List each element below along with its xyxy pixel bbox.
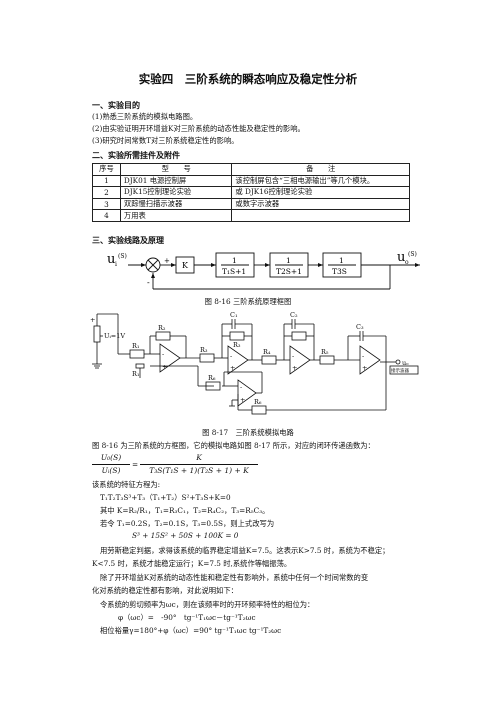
block2-den: T2S+1 [276, 267, 302, 276]
block3-den: T3S [332, 267, 347, 276]
svg-text:-: - [230, 352, 232, 360]
freq-text-1: 除了开环增益K对系统的动态性能和稳定性有影响外，系统中任何一个时间常数的变 [100, 573, 369, 582]
gain-block-k: K [182, 261, 189, 270]
circuit-r1: R₁ [132, 342, 140, 350]
svg-text:-: - [147, 278, 150, 287]
polynomial-eq: S³ + 15S² + 50S + 100K = 0 [132, 531, 239, 540]
block2-num: 1 [286, 256, 291, 265]
transfer-rhs-numerator: K [196, 453, 202, 462]
phase-margin-eq: 相位裕量γ=180°+φ（ωc）=90° tg⁻¹T₁ωc tg⁻¹T₂ωc [100, 626, 282, 635]
parameter-values: 若令 T₁=0.2S，T₂=0.1S，T₃=0.5S，则上式改写为 [100, 519, 275, 528]
svg-text:-: - [362, 352, 364, 360]
table-row: 2 DJK15控制理论实验 或 DJK16控制理论实验 [92, 186, 410, 199]
block3-num: 1 [339, 256, 344, 265]
circuit-c3: C₃ [356, 323, 364, 331]
table-header-cell: 型 号 [119, 163, 233, 176]
routh-text-1: 用劳斯稳定判据，求得该系统的临界稳定增益K=7.5。这表示K>7.5 时，系统为… [100, 546, 390, 555]
circuit-r5: R₅ [321, 348, 329, 356]
output-label-sub: o [405, 259, 409, 266]
input-label: u [107, 252, 115, 267]
table-cell: 或数字示波器 [231, 197, 410, 211]
table-row: 3 双踪慢扫描示波器 或数字示波器 [92, 197, 410, 211]
svg-text:-: - [162, 350, 164, 358]
section-heading-principle: 三、实验线路及原理 [92, 236, 164, 245]
page-title: 实验四 三阶系统的瞬态响应及稳定性分析 [138, 72, 358, 86]
circuit-c1: C₁ [230, 311, 238, 319]
circuit-plus: + [90, 316, 95, 324]
section-heading-equipment: 二、实验所需挂件及附件 [92, 151, 180, 160]
transfer-lhs-denominator: Uᵢ(S) [101, 466, 121, 475]
table-cell: 万用表 [119, 209, 233, 222]
table-cell: DJK15控制理论实验 [119, 186, 233, 199]
circuit-r2: R₂ [158, 324, 166, 332]
circuit-source-label: Uᵢ=1V [104, 332, 125, 340]
input-label-s: (S) [118, 253, 127, 260]
table-cell: 4 [92, 209, 121, 222]
table-cell [231, 209, 410, 222]
table-header-row: 序号 型 号 备 注 [92, 163, 410, 176]
table-cell: 双踪慢扫描示波器 [119, 197, 233, 211]
table-row: 1 DJK01 电源控制屏 该控制屏包含“三相电源输出”等几个模块。 [92, 174, 410, 188]
circuit-scope-label: 接示波器 [391, 367, 409, 374]
objective-item: (3)研究时间常数T对三阶系统稳定性的影响。 [92, 136, 239, 145]
svg-text:+: + [164, 257, 170, 265]
circuit-r6b: R₆ [254, 398, 262, 406]
table-cell: 3 [92, 197, 121, 211]
table-cell: 或 DJK16控制理论实验 [231, 186, 410, 199]
block1-num: 1 [232, 256, 237, 265]
table-cell: 2 [92, 186, 121, 199]
svg-text:+: + [362, 364, 367, 372]
equipment-table: 序号 型 号 备 注 1 DJK01 电源控制屏 该控制屏包含“三相电源输出”等… [92, 163, 410, 222]
objective-item: (1)熟悉三阶系统的模拟电路图。 [92, 112, 198, 121]
circuit-r3b: R₃ [233, 341, 241, 349]
table-header-cell: 备 注 [231, 163, 410, 176]
block1-den: T₁S+1 [222, 267, 246, 276]
output-label: u [397, 250, 405, 265]
circuit-r3: R₃ [200, 346, 208, 354]
paragraph-transfer-intro: 图 8-16 为三阶系统的方框图，它的模拟电路如图 8-17 所示，对应的闭环传… [92, 441, 375, 450]
freq-text-2: 化对系统的稳定性都有影响，对此说明如下： [92, 586, 238, 595]
block-diagram: u i (S) + - K 1 T₁S+1 1 T2S+1 1 T3S u o … [107, 250, 420, 290]
circuit-r6: R₆ [208, 374, 216, 382]
routh-text-2: K<7.5 时，系统才能稳定运行；K=7.5 时,系统作等幅振荡。 [92, 559, 292, 568]
circuit-c2: C₂ [290, 311, 298, 319]
svg-text:+: + [230, 364, 235, 372]
figure-caption-17: 图 8-17 三阶系统模拟电路 [202, 428, 294, 437]
table-row: 4 万用表 [92, 209, 410, 222]
parameter-definitions: 其中 K=R₂/R₁，T₁=R₃C₁，T₂=R₄C₂，T₃=R₅C₃。 [100, 506, 270, 515]
circuit-output-label: uₒ [402, 359, 409, 367]
svg-text:-: - [292, 352, 294, 360]
figure-caption-16: 图 8-16 三阶系统原理框图 [204, 297, 292, 306]
transfer-function-lhs: U₀(S) Uᵢ(S) [92, 453, 130, 479]
circuit-r4: R₄ [263, 348, 271, 356]
transfer-lhs-numerator: U₀(S) [100, 453, 122, 462]
char-eq: T₁T₂T₃S³+T₃（T₁+T₂）S²+T₃S+K=0 [100, 493, 231, 502]
circuit-r1b: R₁ [132, 370, 140, 378]
table-cell: 该控制屏包含“三相电源输出”等几个模块。 [231, 174, 410, 188]
transfer-function-rhs: K T₃S(T₁S + 1)(T₂S + 1) + K [140, 453, 258, 479]
output-label-s: (S) [408, 251, 417, 258]
svg-text:+: + [162, 363, 167, 371]
crossover-text: 令系统的剪切频率为ωc，则在该频率时的开环频率特性的相位为： [100, 600, 315, 609]
objective-item: (2)由实验证明开环增益K对三阶系统的动态性能及稳定性的影响。 [92, 124, 305, 133]
transfer-rhs-denominator: T₃S(T₁S + 1)(T₂S + 1) + K [149, 466, 249, 475]
section-heading-objectives: 一、实验目的 [92, 101, 140, 110]
table-cell: DJK01 电源控制屏 [119, 174, 233, 188]
svg-text:+: + [240, 396, 245, 404]
table-cell: 1 [92, 174, 121, 188]
svg-text:-: - [240, 383, 242, 391]
circuit-diagram: + Uᵢ=1V R₁ R₁ R₂ R₃ C₁ R₃ R₄ C₂ R₅ C₃ uₒ… [90, 311, 419, 415]
svg-text:+: + [292, 364, 297, 372]
phase-eq: φ（ωc）= -90° tg⁻¹T₁ωc－tg⁻¹T₂ωc [118, 613, 256, 622]
char-eq-intro: 该系统的特征方程为: [92, 480, 161, 489]
input-label-sub: i [115, 261, 117, 268]
table-header-cell: 序号 [92, 163, 121, 176]
